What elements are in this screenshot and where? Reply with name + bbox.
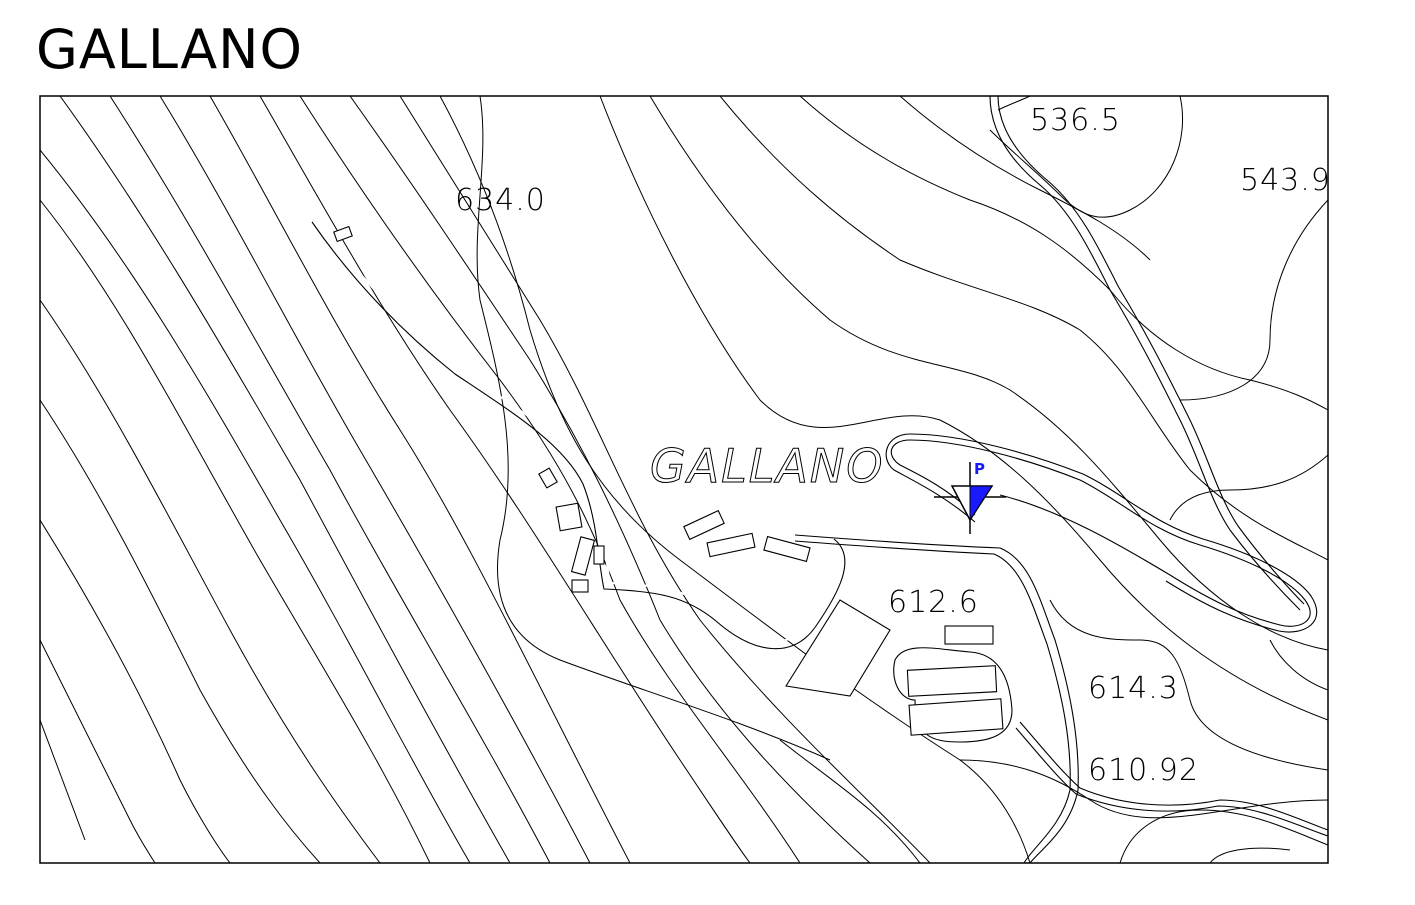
contour-lines <box>40 96 1031 863</box>
elev-612-6: 612.6 <box>888 585 979 620</box>
buildings <box>333 225 1004 736</box>
place-name-label: GALLANO <box>650 439 884 493</box>
marker-label: P <box>974 460 985 478</box>
map-frame <box>39 95 1329 864</box>
contour-lines-east <box>599 96 1328 863</box>
elev-610-92: 610.92 <box>1088 753 1199 788</box>
page-title: GALLANO <box>36 18 304 81</box>
elev-536-5: 536.5 <box>1030 103 1121 138</box>
triangle-flag-icon[interactable]: P <box>934 460 1006 534</box>
marker-fill <box>969 485 993 522</box>
elev-614-3: 614.3 <box>1088 671 1179 706</box>
roads <box>311 96 1328 863</box>
elev-634-0: 634.0 <box>455 183 546 218</box>
map-contents: 536.5 543.9 634.0 612.6 614.3 610.92 GAL… <box>40 96 1331 863</box>
elev-543-9: 543.9 <box>1240 163 1331 198</box>
